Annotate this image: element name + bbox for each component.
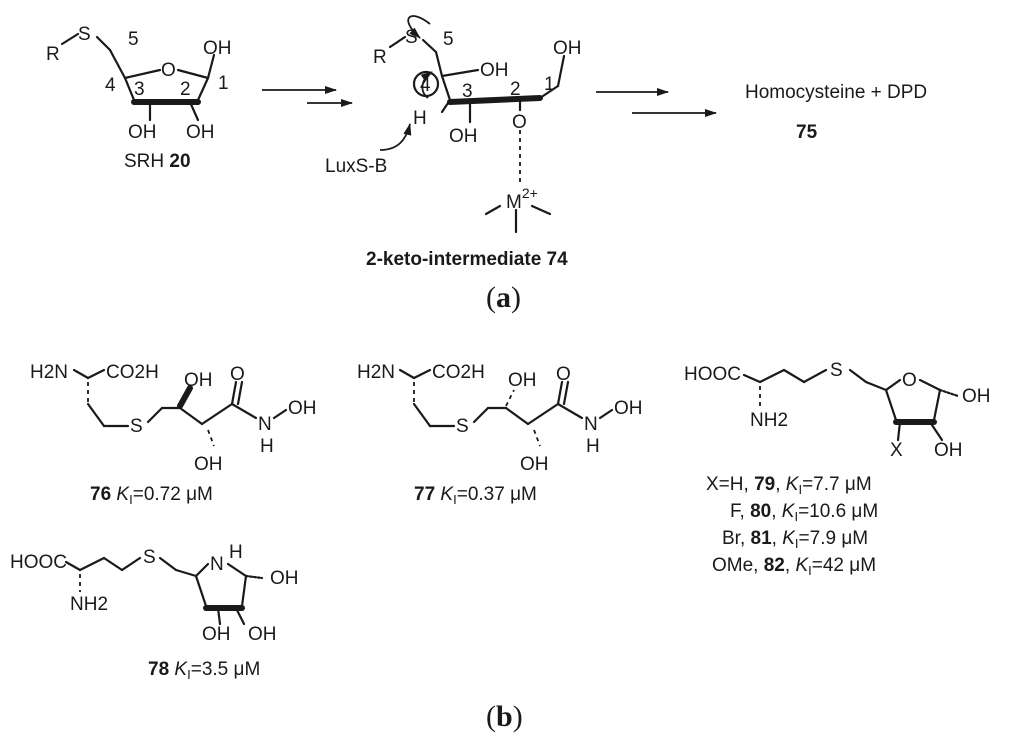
c80-row: F, 80, KI=10.6 μM — [730, 501, 878, 524]
int-locant-2: 2 — [510, 79, 521, 100]
c79-s: S — [830, 360, 843, 381]
c76-co2h: CO2H — [106, 362, 159, 383]
c76-h2n: H2N — [30, 362, 68, 383]
c77-carbonyl-o: O — [556, 364, 571, 385]
c82-row: OMe, 82, KI=42 μM — [712, 555, 876, 578]
compound-78: HOOC NH2 S N H OH OH OH 78 KI=3.5 μM — [10, 542, 299, 682]
compound-79-82: HOOC NH2 S O OH X OH X=H, 79, KI=7.7 μM … — [684, 360, 991, 578]
c78-hooc: HOOC — [10, 552, 67, 573]
keto-intermediate-structure: R S 5 4 OH 3 2 1 OH H OH O LuxS-B M2+ 2-… — [325, 15, 582, 270]
int-keto-o: O — [512, 112, 527, 133]
c76-oh-1: OH — [184, 370, 213, 391]
srh-s-label: S — [78, 24, 91, 45]
panel-a-label: (a) — [486, 281, 521, 314]
int-locant-3: 3 — [462, 81, 473, 102]
int-r-label: R — [373, 47, 387, 68]
c79-row-1: X=H, 79, KI=7.7 μM — [706, 474, 872, 497]
srh-locant-5: 5 — [128, 29, 139, 50]
int-locant-1: 1 — [544, 74, 555, 95]
c77-caption: 77 KI=0.37 μM — [414, 484, 537, 507]
c76-n: N — [258, 414, 272, 435]
c79-oh-1: OH — [962, 386, 991, 407]
c79-o: O — [902, 370, 917, 391]
c79-nh2: NH2 — [750, 410, 788, 431]
base-attack-arrow — [379, 123, 412, 151]
c76-oh-2: OH — [194, 454, 223, 475]
int-oh-top: OH — [553, 38, 582, 59]
c77-oh-3: OH — [614, 398, 643, 419]
srh-locant-2: 2 — [180, 79, 191, 100]
metal-ion-label: M2+ — [506, 185, 538, 213]
electron-push-arrow-top — [407, 15, 431, 39]
panel-b-label: (b) — [486, 700, 523, 733]
c77-co2h: CO2H — [432, 362, 485, 383]
compound-77: H2N CO2H S OH OH O N H OH 77 KI=0.37 μM — [357, 362, 643, 507]
c78-h: H — [229, 542, 243, 563]
c78-oh-3: OH — [248, 624, 277, 645]
c81-row: Br, 81, KI=7.9 μM — [722, 528, 868, 551]
srh-r-label: R — [46, 44, 60, 65]
c78-n: N — [210, 554, 224, 575]
c77-s: S — [456, 416, 469, 437]
c4-circle — [412, 70, 440, 98]
int-h-label: H — [413, 108, 427, 129]
int-locant-4: 4 — [420, 75, 431, 96]
compound-76: H2N CO2H S OH OH O N H OH 76 KI=0.72 μM — [30, 362, 317, 507]
c77-oh-1: OH — [508, 370, 537, 391]
c78-caption: 78 KI=3.5 μM — [148, 659, 260, 682]
srh-locant-1: 1 — [218, 73, 229, 94]
c77-h: H — [586, 436, 600, 457]
c77-n: N — [584, 414, 598, 435]
product-number: 75 — [796, 122, 818, 143]
c76-h: H — [260, 436, 274, 457]
srh-oh-c3: OH — [128, 122, 157, 143]
srh-structure: R S O OH OH OH 4 3 2 1 5 SRH 20 — [46, 24, 232, 172]
int-base-label: LuxS-B — [325, 156, 387, 177]
c79-oh-2: OH — [934, 440, 963, 461]
srh-oh-c1: OH — [203, 38, 232, 59]
int-oh-c3: OH — [449, 126, 478, 147]
srh-o-label: O — [161, 60, 176, 81]
c77-oh-2: OH — [520, 454, 549, 475]
c76-oh-3: OH — [288, 398, 317, 419]
int-oh-c4: OH — [480, 60, 509, 81]
c76-caption: 76 KI=0.72 μM — [90, 484, 213, 507]
c78-oh-1: OH — [270, 568, 299, 589]
srh-locant-3: 3 — [134, 79, 145, 100]
srh-caption: SRH 20 — [124, 151, 191, 172]
product-label: Homocysteine + DPD — [745, 82, 927, 103]
c78-oh-2: OH — [202, 624, 231, 645]
c78-s: S — [143, 547, 156, 568]
c77-h2n: H2N — [357, 362, 395, 383]
srh-oh-c2: OH — [186, 122, 215, 143]
c78-nh2: NH2 — [70, 594, 108, 615]
c76-s: S — [130, 416, 143, 437]
c79-hooc: HOOC — [684, 364, 741, 385]
int-locant-5: 5 — [443, 29, 454, 50]
intermediate-caption: 2-keto-intermediate 74 — [366, 249, 568, 270]
int-s-label: S — [405, 27, 418, 48]
c76-carbonyl-o: O — [230, 364, 245, 385]
c79-x: X — [890, 440, 903, 461]
srh-locant-4: 4 — [105, 75, 116, 96]
